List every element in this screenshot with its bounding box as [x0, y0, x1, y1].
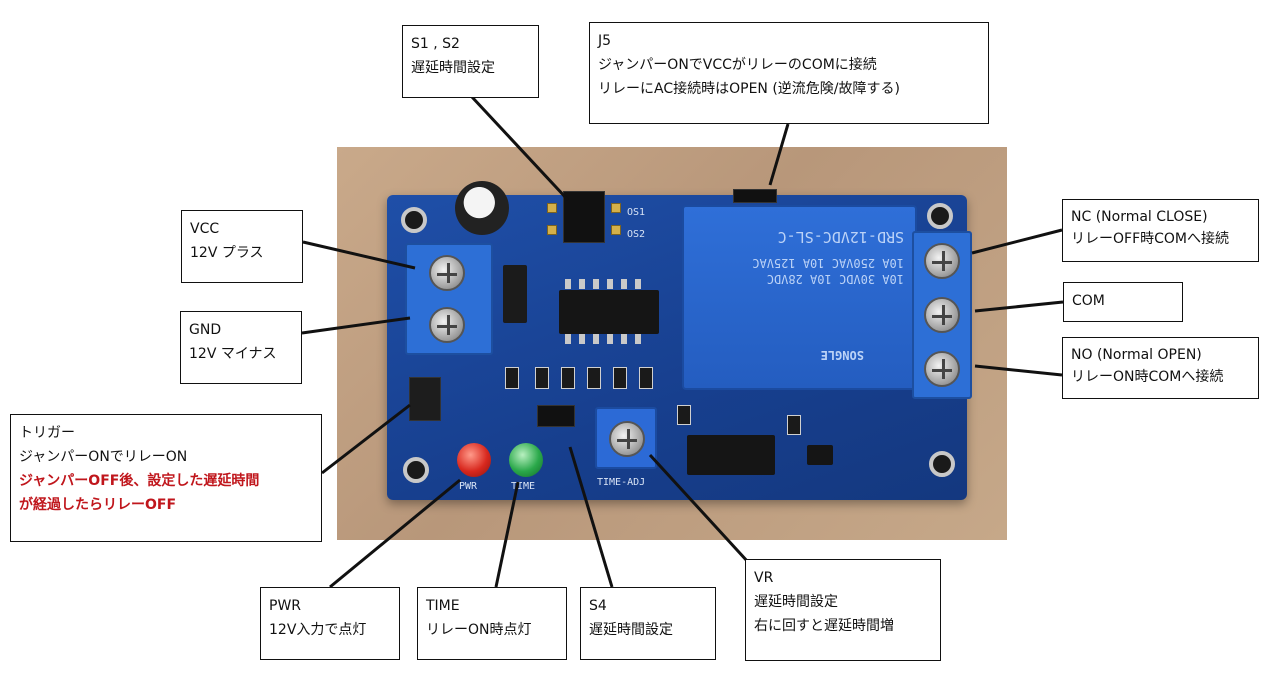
- board-photo: OS1 OS2 PWR TIME TIME-ADJ: [337, 147, 1007, 540]
- silk-time: TIME: [511, 481, 536, 492]
- relay-module-board: OS1 OS2 PWR TIME TIME-ADJ: [387, 181, 972, 500]
- relay-model-text: SRD-12VDC-SL-C: [777, 228, 904, 246]
- diode: [503, 265, 527, 323]
- callout-pwr-title: PWR: [269, 598, 302, 614]
- callout-s1-s2-desc: 遅延時間設定: [411, 60, 495, 76]
- callout-vr: VR 遅延時間設定 右に回すと遅延時間増: [745, 559, 941, 661]
- nc-screw: [924, 243, 960, 279]
- callout-pwr-desc: 12V入力で点灯: [269, 622, 367, 638]
- output-terminal-block: [912, 231, 972, 399]
- com-screw: [924, 297, 960, 333]
- callout-time: TIME リレーON時点灯: [417, 587, 567, 660]
- mounting-hole: [401, 207, 427, 233]
- callout-s4-desc: 遅延時間設定: [589, 622, 673, 638]
- s4-jumper: [537, 405, 575, 427]
- relay-rating-1: 10A 250VAC 10A 125VAC: [752, 256, 904, 270]
- callout-time-title: TIME: [426, 598, 460, 614]
- callout-gnd-desc: 12V マイナス: [189, 346, 277, 362]
- callout-s1-s2: S1 , S2 遅延時間設定: [402, 25, 539, 98]
- callout-com-title: COM: [1072, 293, 1105, 309]
- callout-vr-desc-1: 遅延時間設定: [754, 594, 838, 610]
- electrolytic-capacitor: [455, 181, 509, 235]
- silk-os2: OS2: [627, 229, 646, 240]
- callout-no-desc: リレーON時COMへ接続: [1071, 369, 1224, 385]
- callout-gnd: GND 12V マイナス: [180, 311, 302, 384]
- pot-knob: [609, 421, 645, 457]
- mounting-hole: [403, 457, 429, 483]
- callout-vcc-desc: 12V プラス: [190, 245, 264, 261]
- callout-pwr: PWR 12V入力で点灯: [260, 587, 400, 660]
- mounting-hole: [927, 203, 953, 229]
- callout-s4-title: S4: [589, 598, 607, 614]
- rectifier: [687, 435, 775, 475]
- gnd-screw: [429, 307, 465, 343]
- silk-pwr: PWR: [459, 481, 478, 492]
- relay-brand: SONGLE: [820, 348, 864, 362]
- no-screw: [924, 351, 960, 387]
- power-terminal-block: [405, 243, 493, 355]
- callout-j5: J5 ジャンパーONでVCCがリレーのCOMに接続 リレーにAC接続時はOPEN…: [589, 22, 989, 124]
- vr-potentiometer: [595, 407, 657, 469]
- mounting-hole: [929, 451, 955, 477]
- callout-vr-title: VR: [754, 570, 774, 586]
- header-pin: [547, 225, 557, 235]
- transistor: [807, 445, 833, 465]
- silk-time-adj: TIME-ADJ: [597, 477, 646, 488]
- callout-j5-desc-2: リレーにAC接続時はOPEN (逆流危険/故障する): [598, 81, 900, 97]
- callout-time-desc: リレーON時点灯: [426, 622, 532, 638]
- callout-nc: NC (Normal CLOSE) リレーOFF時COMへ接続: [1062, 199, 1259, 262]
- callout-no-title: NO (Normal OPEN): [1071, 347, 1202, 363]
- callout-trigger-desc-2: ジャンパーOFF後、設定した遅延時間: [19, 473, 260, 489]
- pwr-led: [457, 443, 491, 477]
- header-pin: [611, 203, 621, 213]
- callout-no: NO (Normal OPEN) リレーON時COMへ接続: [1062, 337, 1259, 399]
- vcc-screw: [429, 255, 465, 291]
- callout-j5-desc-1: ジャンパーONでVCCがリレーのCOMに接続: [598, 57, 877, 73]
- relay: SRD-12VDC-SL-C 10A 250VAC 10A 125VAC 10A…: [682, 205, 917, 390]
- callout-trigger-desc-1: ジャンパーONでリレーON: [19, 449, 188, 465]
- header-pin: [611, 225, 621, 235]
- relay-rating-2: 10A 30VDC 10A 28VDC: [766, 272, 904, 286]
- callout-nc-desc: リレーOFF時COMへ接続: [1071, 231, 1229, 247]
- j5-header: [733, 189, 777, 203]
- callout-com: COM: [1063, 282, 1183, 322]
- callout-vcc: VCC 12V プラス: [181, 210, 303, 283]
- trigger-header: [409, 377, 441, 421]
- s1-s2-jumper-header: [563, 191, 605, 243]
- callout-gnd-title: GND: [189, 322, 222, 338]
- callout-s1-s2-title: S1 , S2: [411, 36, 460, 52]
- timer-ic: [559, 290, 659, 334]
- callout-nc-title: NC (Normal CLOSE): [1071, 209, 1208, 225]
- callout-vcc-title: VCC: [190, 221, 220, 237]
- callout-j5-title: J5: [598, 33, 612, 49]
- silk-os1: OS1: [627, 207, 646, 218]
- time-led: [509, 443, 543, 477]
- header-pin: [547, 203, 557, 213]
- callout-s4: S4 遅延時間設定: [580, 587, 716, 660]
- callout-trigger-desc-3: が経過したらリレーOFF: [19, 497, 177, 513]
- callout-trigger: トリガー ジャンパーONでリレーON ジャンパーOFF後、設定した遅延時間 が経…: [10, 414, 322, 542]
- callout-trigger-title: トリガー: [19, 425, 75, 441]
- callout-vr-desc-2: 右に回すと遅延時間増: [754, 618, 894, 634]
